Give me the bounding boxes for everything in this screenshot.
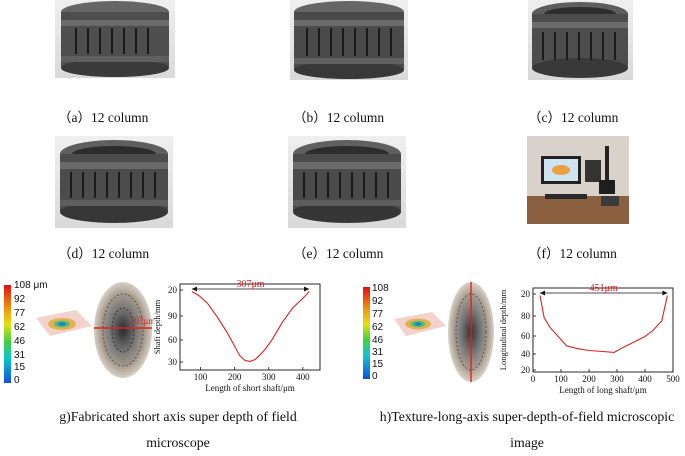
colorbar-h-top: 108 [372,283,389,294]
y-tick-label: 90 [168,311,178,321]
x-tick-label: 100 [554,374,568,384]
photo-f [527,136,629,224]
series-line [191,291,310,362]
y-tick-label: 30 [168,357,178,367]
caption-b: （b）12 column [293,110,385,125]
colorbar-g-tick: 15 [14,362,26,373]
y-tick-label: 20 [521,365,531,375]
photo-a [55,0,175,78]
plot-frame [532,287,674,373]
y-tick-label: 40 [521,349,531,359]
micrograph-h [448,282,494,382]
caption-g-line1: g)Fabricated short axis super depth of f… [59,409,297,424]
colorbar-g-tick: 77 [14,308,26,319]
caption-g-line2: microscope [146,435,210,450]
colorbar-h-tick: 0 [372,371,378,382]
y-axis-label: Longitudinal depth/mm [498,289,508,370]
inset-label-g: 307μm [130,316,154,326]
caption-d: （d）12 column [58,246,150,261]
y-tick-label: 20 [168,285,178,295]
y-axis-label: Shaft depth/mm [152,299,162,354]
x-tick-label: 200 [228,372,242,382]
photo-e [288,136,406,228]
caption-f: （f）12 column [528,246,617,261]
photo-c [528,0,633,80]
surface-3d-g [36,310,92,336]
arrow-head-right [662,290,668,296]
x-tick-label: 500 [666,374,680,384]
arrow-head-left [191,286,197,292]
photo-b [290,0,408,80]
caption-h-line1: h)Texture-long-axis super-depth-of-field… [379,409,675,424]
x-tick-label: 200 [582,374,596,384]
series-line [539,295,668,353]
x-tick-label: 300 [262,372,276,382]
colorbar-g-tick: 92 [14,294,26,305]
x-tick-label: 300 [610,374,624,384]
arrow-head-left [540,290,545,296]
width-annotation: 307μm [236,279,264,290]
colorbar-g-tick: 0 [14,375,20,386]
colorbar-g-tick: 62 [14,322,26,333]
colorbar-h-tick: 62 [372,322,384,333]
plot-frame [179,283,321,371]
photo-d [55,136,173,228]
micrograph-g: 307μm [94,282,154,378]
width-annotation: 451μm [590,283,618,294]
colorbar-h [363,287,370,379]
arrow-head-right [304,286,310,292]
surface-3d-h [394,312,446,336]
caption-h-line2: image [510,435,544,450]
colorbar-g-unit: 108 μm [14,280,48,291]
y-tick-label: 80 [521,311,531,321]
colorbar-h-tick: 31 [372,347,384,358]
colorbar-g [4,285,11,383]
caption-g: g)Fabricated short axis super depth of f… [14,404,342,456]
x-tick-label: 0 [531,374,536,384]
x-tick-label: 100 [194,372,208,382]
x-axis-label: Length of short shaft/μm [205,383,295,393]
caption-c: （c）12 column [528,110,619,125]
colorbar-g-tick: 31 [14,350,26,361]
y-tick-label: 60 [168,335,178,345]
caption-a: （a）12 column [58,110,149,125]
colorbar-h-tick: 46 [372,335,384,346]
colorbar-h-tick: 15 [372,359,384,370]
x-tick-label: 400 [638,374,652,384]
colorbar-g-tick: 46 [14,336,26,347]
x-tick-label: 400 [296,372,310,382]
y-tick-label: 60 [521,331,531,341]
caption-e: （e）12 column [293,246,384,261]
y-tick-label: 20 [521,289,531,299]
colorbar-h-tick: 77 [372,309,384,320]
x-axis-label: Length of long shaft/μm [559,385,647,395]
caption-h: h)Texture-long-axis super-depth-of-field… [372,404,682,456]
colorbar-h-tick: 92 [372,296,384,307]
